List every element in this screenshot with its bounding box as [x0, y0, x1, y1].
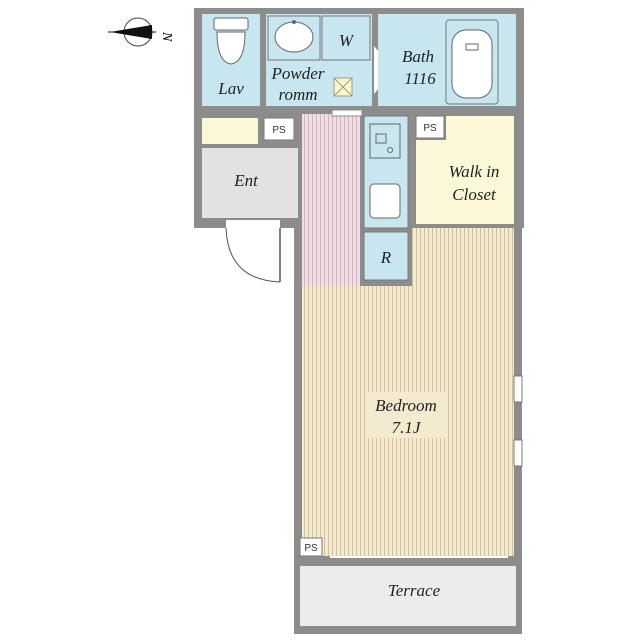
- window-east-1: [513, 375, 523, 403]
- window-east-2: [513, 439, 523, 467]
- room-label-closet-2: Closet: [452, 185, 497, 204]
- room-label-bedroom-2: 7.1J: [392, 418, 422, 437]
- north-label: N: [159, 31, 174, 42]
- pipe-space-1: [263, 117, 295, 141]
- room-label-bath-1: Bath: [402, 47, 434, 66]
- terrace: [300, 566, 516, 626]
- room-label-powder-1: Powder: [271, 64, 325, 83]
- hallway-step: [331, 109, 363, 117]
- room-label-washer: W: [339, 31, 355, 50]
- room-label-refrigerator: R: [380, 248, 392, 267]
- room-label-entrance: Ent: [233, 171, 259, 190]
- room-label-bath-2: 1116: [404, 69, 436, 88]
- pipe-space-label-2: PS: [423, 123, 437, 134]
- kitchen-sink-icon: [369, 183, 401, 219]
- closet-ext: [446, 116, 514, 142]
- room-label-powder-2: romm: [278, 85, 317, 104]
- west-wall: [294, 226, 302, 562]
- room-label-bedroom-1: Bedroom: [375, 396, 437, 415]
- room-label-lav: Lav: [217, 79, 244, 98]
- entrance-door: [225, 227, 281, 283]
- bedroom-label-bg: [366, 392, 446, 438]
- pipe-space-label-1: PS: [272, 125, 286, 136]
- washer-space: [321, 15, 371, 61]
- hallway-floor: [302, 114, 360, 286]
- room-bedroom-upper: [412, 228, 514, 288]
- compass: N: [108, 17, 174, 47]
- toilet-icon: [213, 17, 249, 65]
- sink-icon: [267, 15, 321, 61]
- room-label-terrace: Terrace: [388, 581, 441, 600]
- stove-icon: [369, 123, 401, 159]
- room-walk-in-closet: [416, 140, 514, 224]
- room-label-closet-1: Walk in: [449, 162, 500, 181]
- shoe-cabinet: [202, 118, 258, 144]
- bathtub-icon: [445, 19, 499, 105]
- room-entrance: [202, 148, 298, 218]
- pipe-space-2: [415, 115, 445, 139]
- pipe-space-3: [299, 537, 323, 557]
- refrigerator-space: [363, 231, 409, 281]
- entrance-door-opening: [226, 220, 280, 229]
- pipe-space-label-3: PS: [304, 543, 318, 554]
- drain-icon: [333, 77, 353, 97]
